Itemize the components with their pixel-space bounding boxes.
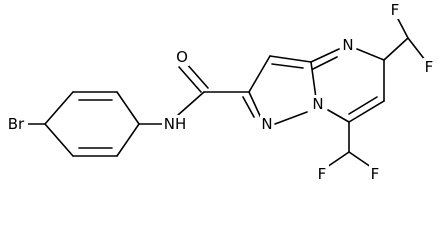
bond (116, 91, 140, 125)
bond (356, 48, 385, 61)
pyrimidine-nitrogen-atom: N (341, 36, 355, 54)
carbonyl-oxygen-label: O (176, 48, 188, 66)
bond (407, 37, 426, 61)
bond (44, 91, 74, 125)
pyrimidine-nitrogen-label: N (342, 36, 353, 54)
bond (310, 61, 317, 99)
bond (271, 63, 304, 69)
bromine-atom: Br (4, 115, 28, 133)
bond (348, 151, 372, 168)
fluorine-top-right-atom: F (423, 58, 436, 76)
bond (178, 66, 202, 93)
pyrazole-nitrogen-atom: N (260, 115, 274, 133)
bond (327, 109, 350, 123)
bond (348, 96, 378, 115)
fluorine-bottom-right-atom: F (369, 165, 382, 183)
fluorine-bottom-right-label: F (371, 165, 380, 183)
bond (116, 123, 140, 157)
bond (269, 55, 312, 63)
bond (248, 55, 271, 93)
bromine-label: Br (8, 115, 25, 133)
amide-nh-label: NH (164, 115, 187, 133)
bond (177, 91, 205, 116)
bridgehead-nitrogen-label: N (312, 95, 323, 113)
fluorine-bottom-left-label: F (318, 165, 327, 183)
bond (274, 111, 308, 125)
fluorine-top-left-atom: F (389, 1, 402, 19)
bond-layer (25, 16, 426, 168)
bond (44, 123, 74, 157)
atom-label-layer: Br NH O N N N F F (4, 1, 436, 183)
bond (383, 37, 409, 61)
fluorine-top-left-label: F (391, 1, 400, 19)
carbonyl-oxygen-atom: O (175, 48, 189, 66)
bridgehead-nitrogen-atom: N (311, 95, 325, 113)
bond (396, 16, 409, 39)
chemical-structure-diagram: Br NH O N N N F F (4, 1, 436, 183)
bond (248, 91, 262, 119)
pyrazole-nitrogen-label: N (261, 115, 272, 133)
bond (348, 100, 385, 123)
bond (312, 56, 338, 70)
bond (310, 48, 340, 63)
amide-nitrogen-atom: NH (162, 115, 188, 133)
fluorine-top-right-label: F (425, 58, 434, 76)
bond (185, 62, 209, 89)
bond (326, 151, 350, 168)
fluorine-bottom-left-atom: F (316, 165, 329, 183)
bond (242, 96, 255, 118)
